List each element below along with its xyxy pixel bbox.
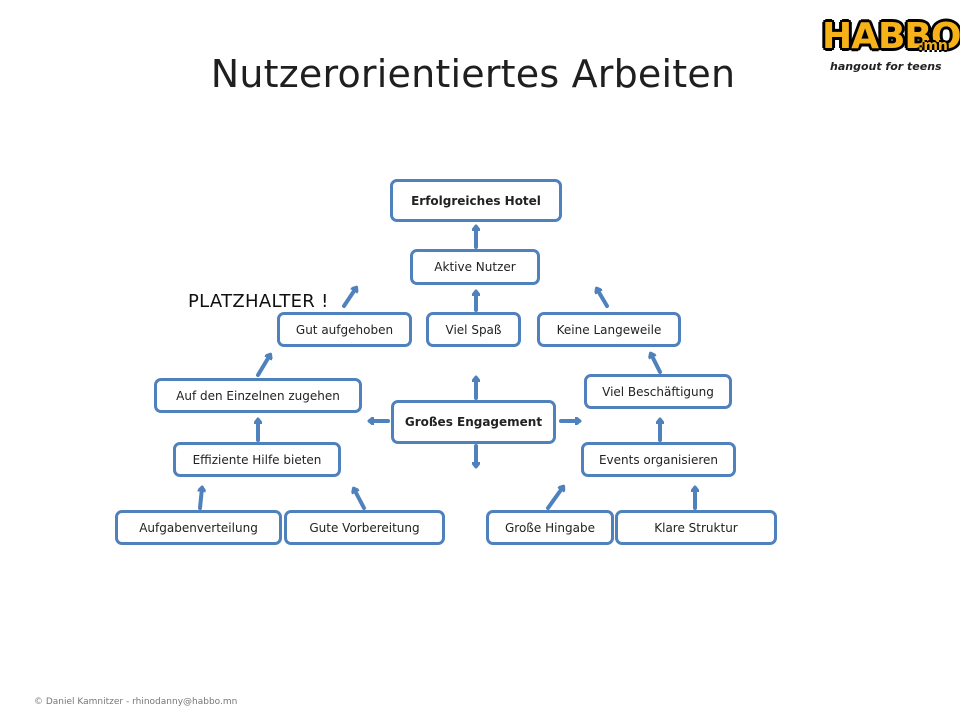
arrow-langeweile-to-up bbox=[597, 289, 609, 308]
node-effiziente-hilfe-bieten: Effiziente Hilfe bieten bbox=[173, 442, 341, 477]
node-aktive-nutzer: Aktive Nutzer bbox=[410, 249, 540, 285]
node-gute-vorbereitung: Gute Vorbereitung bbox=[284, 510, 445, 545]
arrow-beschaeftigung-to-langeweile bbox=[651, 354, 662, 374]
node-events-organisieren: Events organisieren bbox=[581, 442, 736, 477]
node-auf-den-einzelnen-zugehen: Auf den Einzelnen zugehen bbox=[154, 378, 362, 413]
slide-title: Nutzerorientiertes Arbeiten bbox=[210, 52, 736, 96]
node-keine-langeweile: Keine Langeweile bbox=[537, 312, 681, 347]
node-aufgabenverteilung: Aufgabenverteilung bbox=[115, 510, 282, 545]
placeholder-text: PLATZHALTER ! bbox=[188, 291, 329, 312]
node-grosses-engagement: Großes Engagement bbox=[391, 400, 556, 444]
node-grosse-hingabe: Große Hingabe bbox=[486, 510, 614, 545]
node-gut-aufgehoben: Gut aufgehoben bbox=[277, 312, 412, 347]
logo-tagline: hangout for teens bbox=[830, 60, 942, 73]
footer-credit: © Daniel Kamnitzer - rhinodanny@habbo.mn bbox=[34, 697, 238, 707]
logo-word: HABBO bbox=[822, 16, 960, 57]
node-viel-spass: Viel Spaß bbox=[426, 312, 521, 347]
node-viel-beschaeftigung: Viel Beschäftigung bbox=[584, 374, 732, 409]
arrow-hingabe-to-events bbox=[546, 487, 563, 510]
node-erfolgreiches-hotel: Erfolgreiches Hotel bbox=[390, 179, 562, 222]
arrow-vorbereitung-to-hilfe bbox=[354, 489, 366, 510]
arrow-aufgaben-to-hilfe bbox=[200, 488, 202, 510]
arrow-gut-to-placeholder bbox=[342, 288, 356, 308]
node-klare-struktur: Klare Struktur bbox=[615, 510, 777, 545]
habbo-logo: HABBO .mn hangout for teens bbox=[818, 14, 960, 78]
arrow-einzelnen-to-gut bbox=[256, 355, 270, 377]
logo-tld: .mn bbox=[918, 38, 948, 54]
